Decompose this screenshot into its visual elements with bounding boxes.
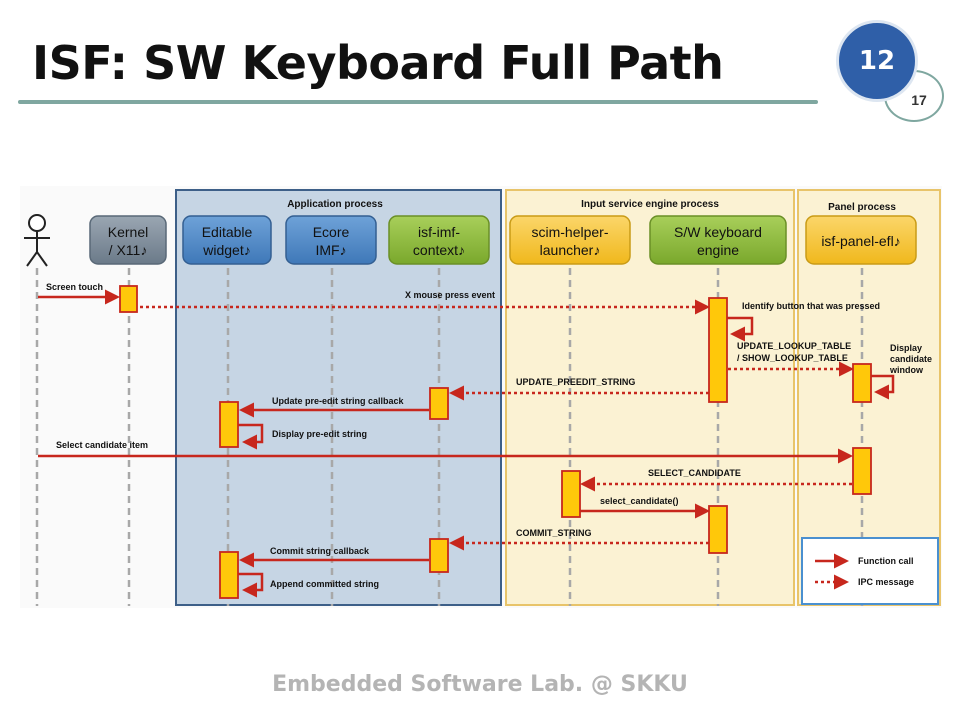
svg-text:Kernel: Kernel xyxy=(108,224,148,240)
label-select-candidate-item: Select candidate item xyxy=(56,440,148,450)
svg-text:widget♪: widget♪ xyxy=(202,242,250,258)
label-update-lookup: UPDATE_LOOKUP_TABLE xyxy=(737,341,851,351)
label-x-mouse-press: X mouse press event xyxy=(405,290,495,300)
label-update-preedit: UPDATE_PREEDIT_STRING xyxy=(516,377,635,387)
label-display-candidate-3: window xyxy=(889,365,924,375)
participant-isf-imf-context: isf-imf- context♪ xyxy=(388,215,490,265)
label-update-preedit-callback: Update pre-edit string callback xyxy=(272,396,405,406)
participant-ecore-imf: Ecore IMF♪ xyxy=(285,215,377,265)
msg-display-preedit-self xyxy=(238,423,264,450)
label-append-committed: Append committed string xyxy=(270,579,379,589)
participant-scim-helper-launcher: scim-helper- launcher♪ xyxy=(509,215,631,265)
msg-append-committed-self xyxy=(238,572,264,598)
label-commit-string: COMMIT_STRING xyxy=(516,528,592,538)
activation-panel-2 xyxy=(852,447,872,495)
slide-footer: Embedded Software Lab. @ SKKU xyxy=(272,672,688,697)
participant-sw-keyboard-engine: S/W keyboard engine xyxy=(649,215,787,265)
activation-isfimf-1 xyxy=(429,387,449,420)
svg-text:launcher♪: launcher♪ xyxy=(540,242,601,258)
svg-text:IMF♪: IMF♪ xyxy=(315,242,346,258)
activation-editable-2 xyxy=(219,551,239,599)
svg-text:S/W keyboard: S/W keyboard xyxy=(674,224,762,240)
activations xyxy=(119,285,872,599)
msg-display-candidate-self xyxy=(871,374,895,400)
activation-swkbd-1 xyxy=(708,297,728,403)
activation-isfimf-2 xyxy=(429,538,449,573)
svg-text:Ecore: Ecore xyxy=(313,224,350,240)
user-actor-icon xyxy=(24,214,50,267)
legend: Function call IPC message xyxy=(801,537,939,605)
svg-text:isf-panel-efl♪: isf-panel-efl♪ xyxy=(821,233,900,249)
msg-identify-self xyxy=(727,316,754,342)
participant-editable-widget: Editable widget♪ xyxy=(182,215,272,265)
label-display-preedit: Display pre-edit string xyxy=(272,429,367,439)
label-show-lookup: / SHOW_LOOKUP_TABLE xyxy=(737,353,848,363)
activation-swkbd-2 xyxy=(708,505,728,554)
legend-ipc-message-label: IPC message xyxy=(858,577,914,587)
label-select-candidate-ipc: SELECT_CANDIDATE xyxy=(648,468,741,478)
label-identify: Identify button that was pressed xyxy=(742,301,880,311)
activation-scim xyxy=(561,470,581,518)
svg-text:engine: engine xyxy=(697,242,739,258)
messages xyxy=(38,289,895,598)
label-select-candidate-fn: select_candidate() xyxy=(600,496,679,506)
svg-text:context♪: context♪ xyxy=(413,242,465,258)
label-screen-touch: Screen touch xyxy=(46,282,103,292)
group-input-service-label: Input service engine process xyxy=(581,199,719,210)
group-application-label: Application process xyxy=(287,199,383,210)
svg-text:scim-helper-: scim-helper- xyxy=(531,224,608,240)
svg-text:Editable: Editable xyxy=(202,224,253,240)
label-display-candidate-1: Display xyxy=(890,343,922,353)
participant-kernel: Kernel / X11♪ xyxy=(89,215,167,265)
label-display-candidate-2: candidate xyxy=(890,354,932,364)
slide-title: ISF: SW Keyboard Full Path xyxy=(32,36,724,90)
title-underline xyxy=(18,100,818,104)
label-commit-callback: Commit string callback xyxy=(270,546,370,556)
svg-text:/ X11♪: / X11♪ xyxy=(109,242,148,258)
page-number-badge: 12 xyxy=(836,20,918,102)
activation-kernel xyxy=(119,285,138,313)
activation-panel-1 xyxy=(852,363,872,403)
participant-isf-panel-efl: isf-panel-efl♪ xyxy=(805,215,917,265)
activation-editable-1 xyxy=(219,401,239,448)
group-panel-label: Panel process xyxy=(828,202,896,213)
svg-text:isf-imf-: isf-imf- xyxy=(418,224,460,240)
legend-function-call-label: Function call xyxy=(858,556,914,566)
